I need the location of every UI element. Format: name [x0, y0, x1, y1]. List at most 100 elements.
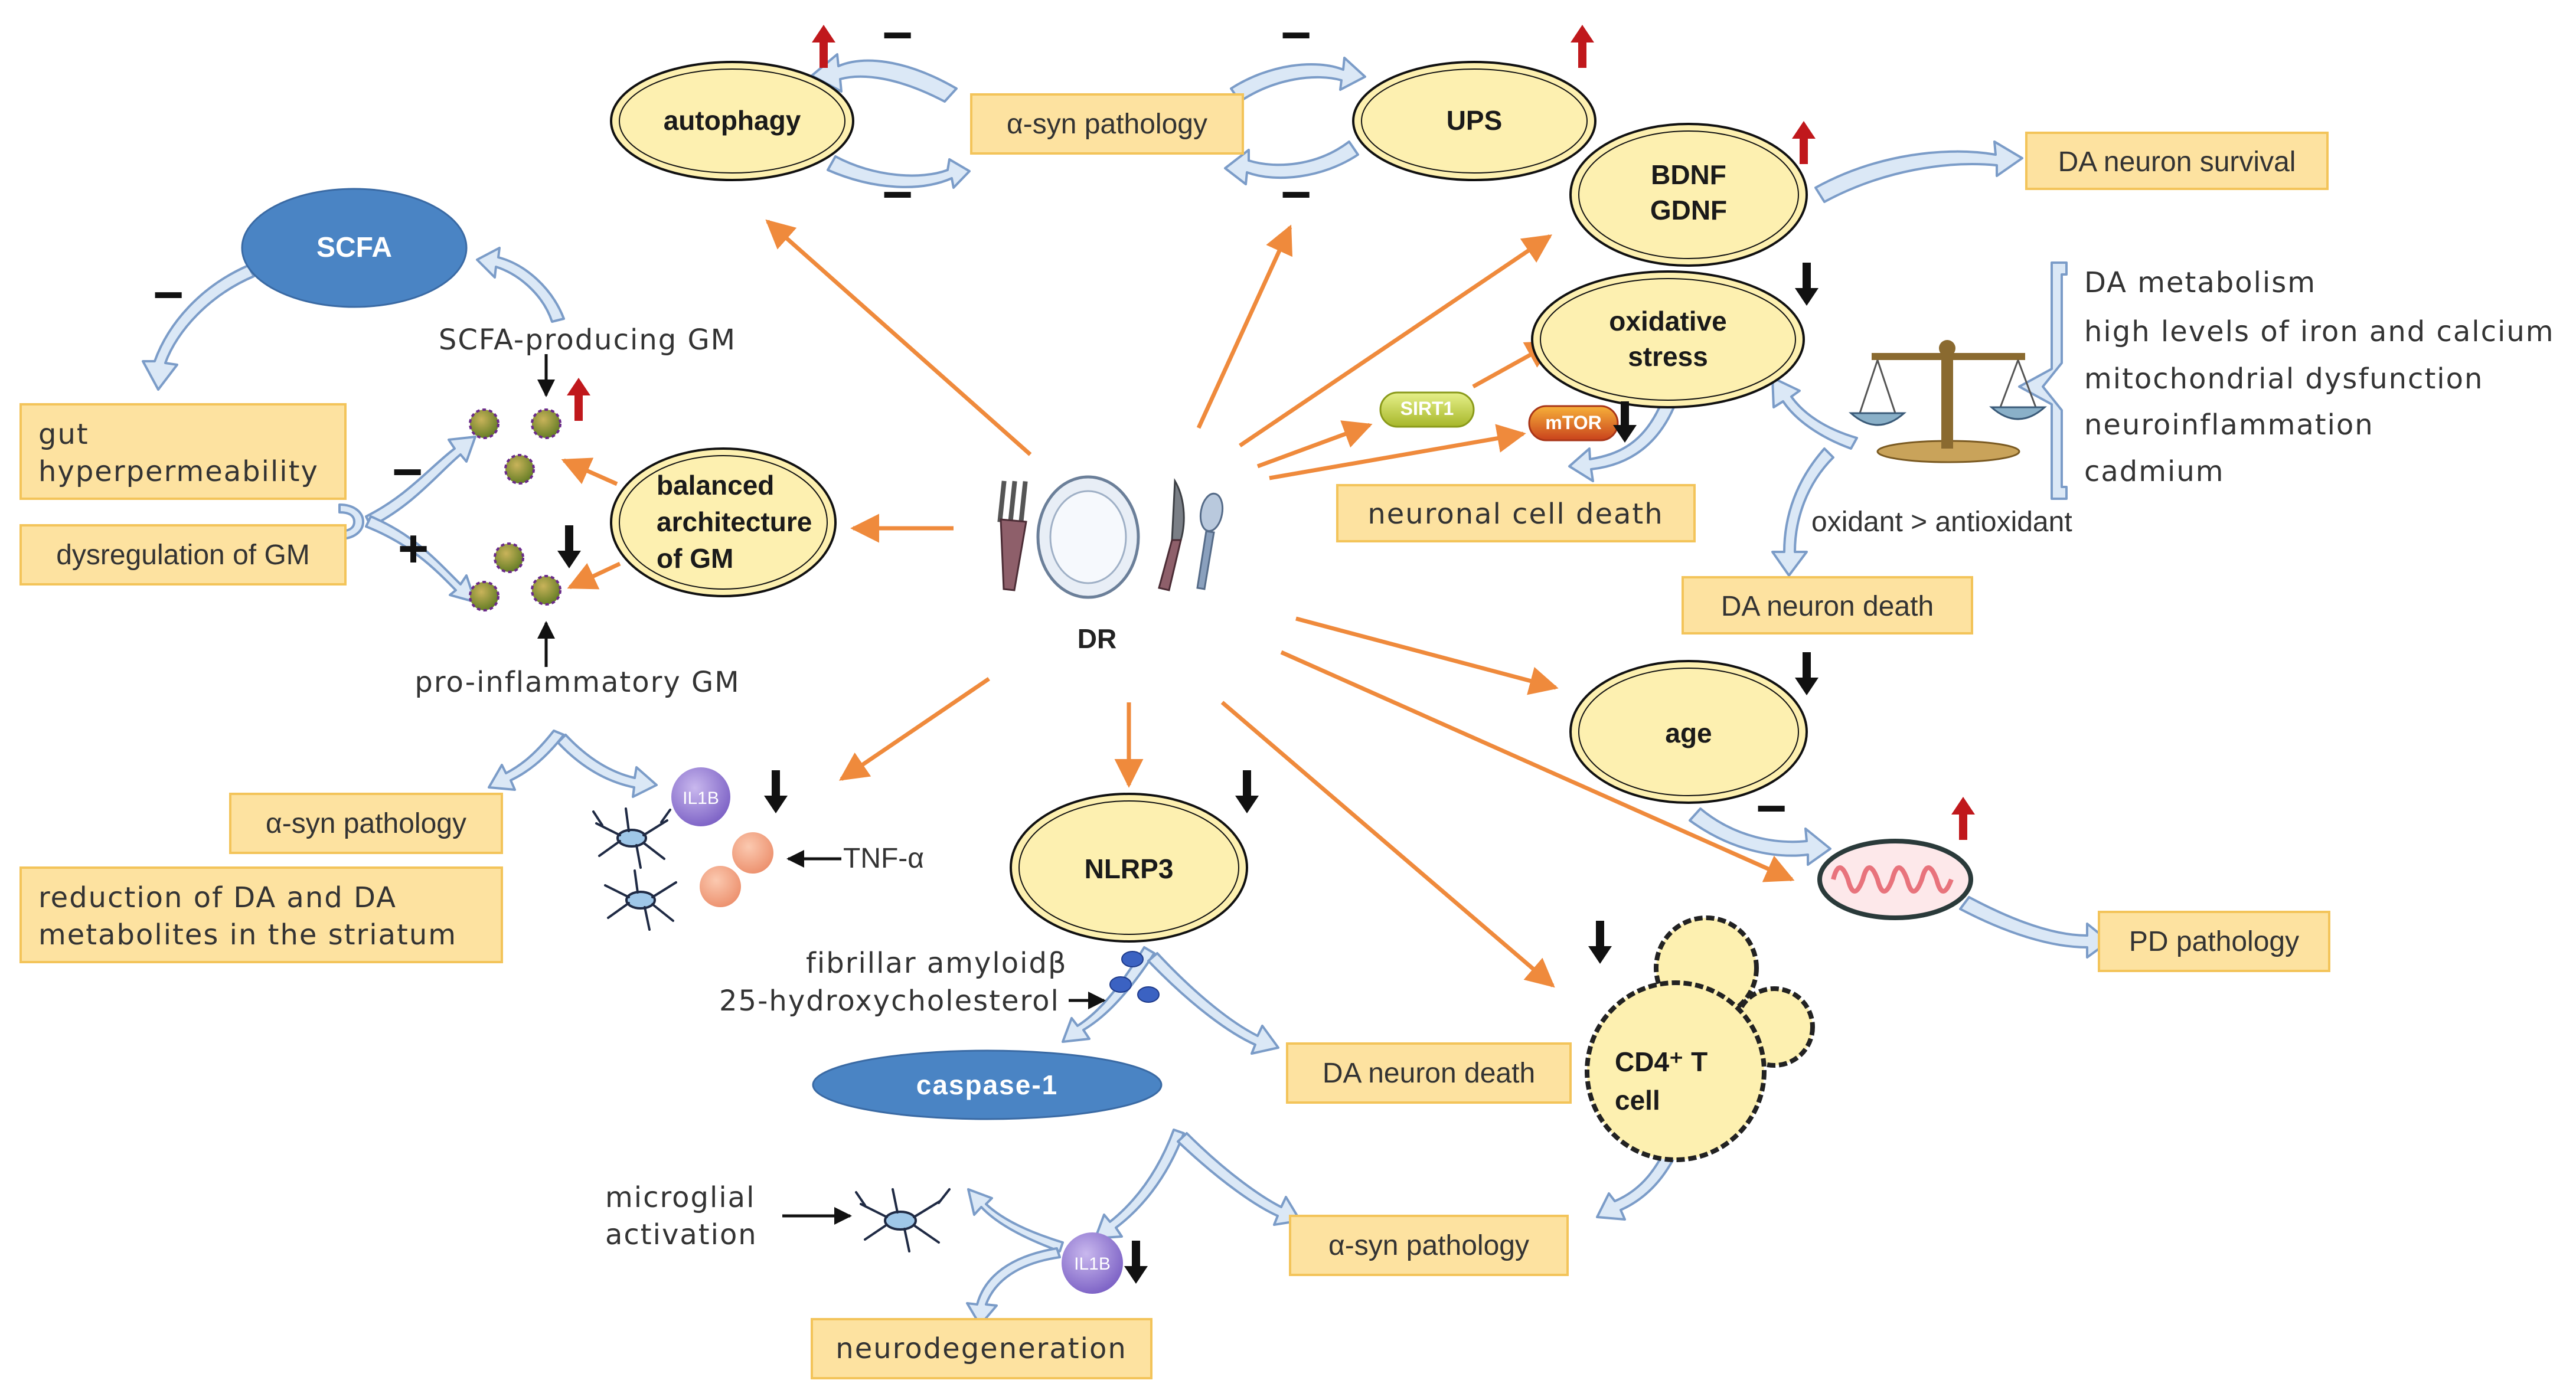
neurodegeneration-label: neurodegeneration [835, 1332, 1127, 1365]
down-arrow-pro-gm [557, 525, 581, 568]
bacterium-scfa-1 [469, 408, 499, 439]
pd-pathology-label: PD pathology [2129, 926, 2299, 957]
ligand-dots-icon [1109, 951, 1160, 1003]
microglia-icon [592, 807, 951, 1252]
blue-arrow-bracket-to-bacteria-bottom [365, 515, 476, 603]
minus-gut-bracket: − [392, 443, 423, 502]
up-arrow-mito [1951, 797, 1975, 840]
blue-arrow-scfa-to-gut [142, 264, 255, 391]
down-arrow-nlrp3 [1235, 770, 1259, 813]
arrow-dr-mito [1280, 650, 1795, 882]
scfa-gm-label: SCFA-producing GM [439, 323, 736, 357]
factor-2: mitochondrial dysfunction [2084, 362, 2483, 395]
box-asyn-left [229, 793, 503, 854]
blue-arrow-nlrp3-to-da-death [1147, 952, 1279, 1055]
minus-ups-top: − [1281, 6, 1312, 65]
arrow-balanced-bacteria-bottom [567, 561, 621, 590]
oxidative-label: oxidative [1609, 306, 1726, 336]
arrow-dr-mtor [1269, 424, 1526, 480]
blue-arrow-mito-to-pd [1959, 896, 2110, 959]
balance-scale-icon [1849, 340, 2047, 463]
dr-label: DR [1078, 623, 1116, 654]
blue-arrow-ups-to-asyn [1224, 140, 1359, 185]
nlrp3-label: NLRP3 [1085, 853, 1174, 884]
tnf-molecules-icon [700, 832, 773, 907]
arrow-balanced-bacteria-top [561, 457, 618, 486]
microglia-bottom [855, 1188, 951, 1252]
neuronal-death-label: neuronal cell death [1367, 498, 1663, 531]
of-gm-label: of GM [657, 543, 733, 574]
arrow-dr-autophagy [765, 219, 1032, 456]
da-survival-label: DA neuron survival [2058, 146, 2296, 178]
down-arrow-il1b-top [764, 770, 788, 813]
node-age: age [1569, 660, 1808, 804]
microglial-label-line1: microglial [605, 1181, 755, 1214]
minus-age: − [1756, 779, 1787, 838]
arrow-dr-ups [1196, 224, 1292, 429]
asyn-top-label: α-syn pathology [1007, 109, 1207, 140]
sirt1-badge: SIRT1 [1379, 391, 1475, 428]
cd4-label-line1: CD4⁺ T [1615, 1046, 1707, 1077]
up-indicators [567, 25, 1975, 840]
blue-arrow-caspase-to-asyn-bottom [1177, 1132, 1301, 1226]
microglial-label-line2: activation [605, 1218, 758, 1251]
box-asyn-top [970, 93, 1244, 155]
minus-autophagy-top: − [882, 6, 913, 65]
down-arrow-il1b-bottom [1124, 1241, 1148, 1284]
plus-gut-bracket: + [398, 519, 429, 578]
cd4-label-line2: cell [1615, 1085, 1660, 1116]
asyn-left-label: α-syn pathology [266, 808, 466, 839]
factor-4: cadmium [2084, 455, 2225, 488]
blue-arrow-asyn-to-ups [1230, 57, 1366, 103]
minus-autophagy-bottom: − [882, 165, 913, 224]
blue-arrow-gm-to-scfa [476, 247, 565, 323]
up-arrow-autophagy [812, 25, 835, 68]
blue-arrow-il1b-to-neurodegeneration [966, 1247, 1061, 1326]
gut-label-line1: gut [38, 418, 89, 451]
pro-gm-label: pro-inflammatory GM [414, 666, 740, 699]
fork-icon [997, 480, 1028, 591]
blue-arrow-il1b-to-microglia [967, 1188, 1064, 1252]
down-arrow-cd4 [1588, 921, 1612, 964]
blue-arrow-age-to-mito [1689, 807, 1831, 866]
node-oxidative-stress: oxidative stress [1531, 270, 1805, 408]
factor-1: high levels of iron and calcium [2084, 315, 2555, 348]
box-neurodegeneration [811, 1318, 1152, 1379]
up-arrow-bdnf [1792, 121, 1816, 164]
spoon-icon [1196, 492, 1224, 590]
t-cell-icon [1585, 915, 1815, 1162]
tnf-label: TNF-α [843, 843, 924, 874]
orange-arrows [561, 219, 1795, 988]
reduction-label-line2: metabolites in the striatum [38, 918, 457, 951]
il1b-bottom-icon: IL1B [1062, 1232, 1123, 1294]
blue-arrow-gm-to-asyn-left [488, 730, 565, 791]
blue-arrow-scale-to-oxidative [1771, 377, 1858, 450]
blue-arrow-scale-to-da-death [1771, 447, 1834, 577]
dysregulation-label: dysregulation of GM [56, 539, 310, 571]
knife-icon [1158, 477, 1185, 591]
node-autophagy: autophagy [610, 61, 854, 181]
factor-3: neuroinflammation [2084, 408, 2374, 441]
il1b-top-icon: IL1B [671, 767, 730, 826]
arrow-dr-bdnf [1239, 234, 1553, 447]
up-arrow-scfa-gm [567, 378, 590, 421]
mtor-badge: mTOR [1528, 405, 1619, 441]
outcome-boxes [19, 93, 2330, 1379]
oxidant-label: oxidant > antioxidant [1811, 506, 2072, 538]
scfa-label: SCFA [316, 232, 392, 263]
autophagy-label: autophagy [664, 105, 801, 136]
gut-label-line2: hyperpermeability [38, 455, 319, 488]
box-dysregulation [19, 524, 347, 586]
node-ups: UPS [1352, 61, 1596, 181]
blue-arrow-bracket-to-bacteria-top [365, 436, 476, 528]
minus-ups-bottom: − [1281, 165, 1312, 224]
architecture-label: architecture [657, 506, 812, 537]
il1b-bottom-label: IL1B [1074, 1254, 1111, 1274]
mtor-label: mTOR [1545, 412, 1601, 433]
box-gut [19, 403, 347, 500]
pointer-arrows [537, 354, 1106, 1225]
amyloid-label: fibrillar amyloidβ [806, 947, 1067, 980]
dr-center: DR [997, 475, 1224, 654]
